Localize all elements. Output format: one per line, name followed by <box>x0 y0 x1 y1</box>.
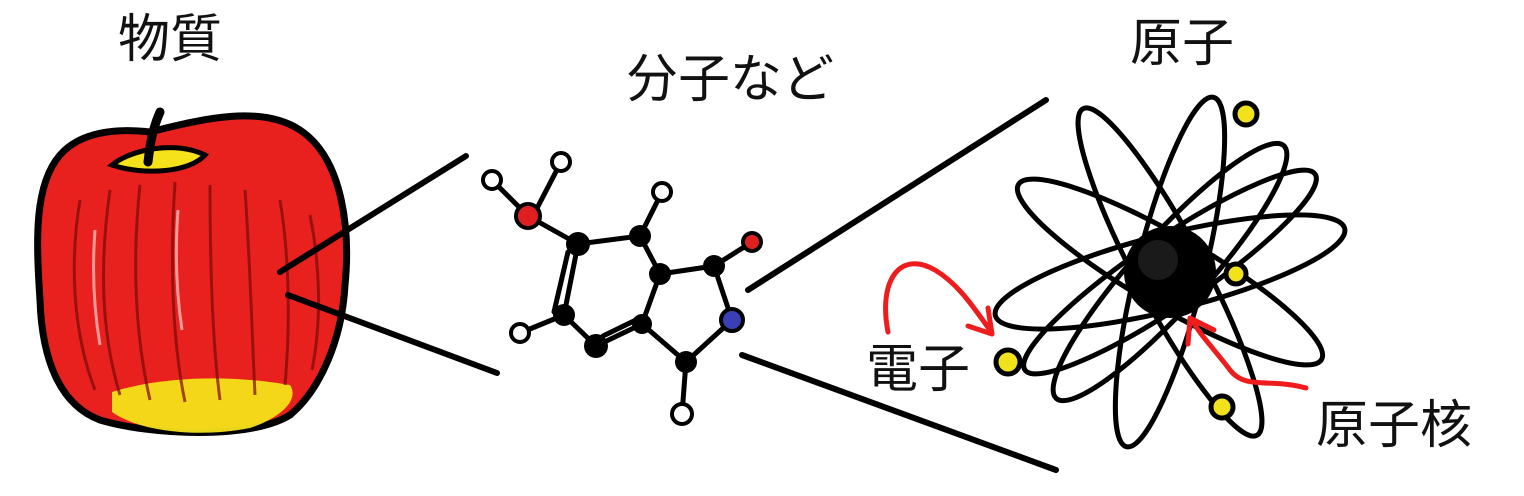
carbon-atom <box>649 263 671 285</box>
molecule-bonds <box>489 159 755 417</box>
electron-arrow <box>883 261 993 335</box>
molecule-illustration <box>481 151 763 426</box>
nucleus-arrow-head <box>1185 315 1217 347</box>
nitrogen-atom <box>719 307 745 333</box>
hydrogen-atom <box>481 169 503 191</box>
carbon-atom <box>584 334 608 358</box>
electrons <box>993 100 1260 421</box>
atom-label: 原子 <box>1130 14 1235 74</box>
carbon-atom <box>632 314 652 334</box>
electron <box>1223 261 1249 287</box>
zoom-line-apple-bottom <box>285 292 500 376</box>
electron <box>1232 100 1260 128</box>
hydrogen-atom <box>651 181 673 203</box>
carbon-atom <box>566 232 590 256</box>
apple-shine <box>92 209 184 346</box>
apple-top-dimple <box>106 145 210 174</box>
nucleus-shading <box>1138 240 1178 280</box>
apple-stem <box>143 107 165 167</box>
zoom-line-apple-top <box>277 153 469 275</box>
nucleus <box>1124 226 1216 318</box>
hydrogen-atoms <box>481 151 694 426</box>
electron-label: 電子 <box>866 340 971 400</box>
electron <box>993 347 1023 377</box>
hydrogen-atom <box>550 151 572 173</box>
hydrogen-atom <box>670 402 694 426</box>
nucleus-arrow <box>1189 317 1309 391</box>
carbon-atom <box>703 255 725 277</box>
carbon-atom <box>675 351 697 373</box>
apple-bottom-highlight <box>112 378 293 433</box>
oxygen-atom <box>741 231 763 253</box>
carbon-atom <box>629 225 651 247</box>
zoom-lines <box>277 97 1059 473</box>
zoom-line-molecule-top <box>745 97 1049 293</box>
zoom-line-molecule-bottom <box>739 352 1059 473</box>
apple-illustration <box>34 107 351 436</box>
pointer-arrows <box>883 261 1309 391</box>
molecule-label: 分子など <box>626 50 835 110</box>
electron <box>1208 393 1236 421</box>
hydrogen-atom <box>509 322 531 344</box>
carbon-atoms <box>553 225 725 373</box>
oxygen-atom <box>514 202 542 230</box>
electron-arrow-head <box>965 305 995 337</box>
carbon-atom <box>553 304 575 326</box>
atom-illustration <box>992 94 1348 450</box>
matter-label: 物質 <box>118 10 223 70</box>
nucleus-label: 原子核 <box>1316 396 1473 456</box>
